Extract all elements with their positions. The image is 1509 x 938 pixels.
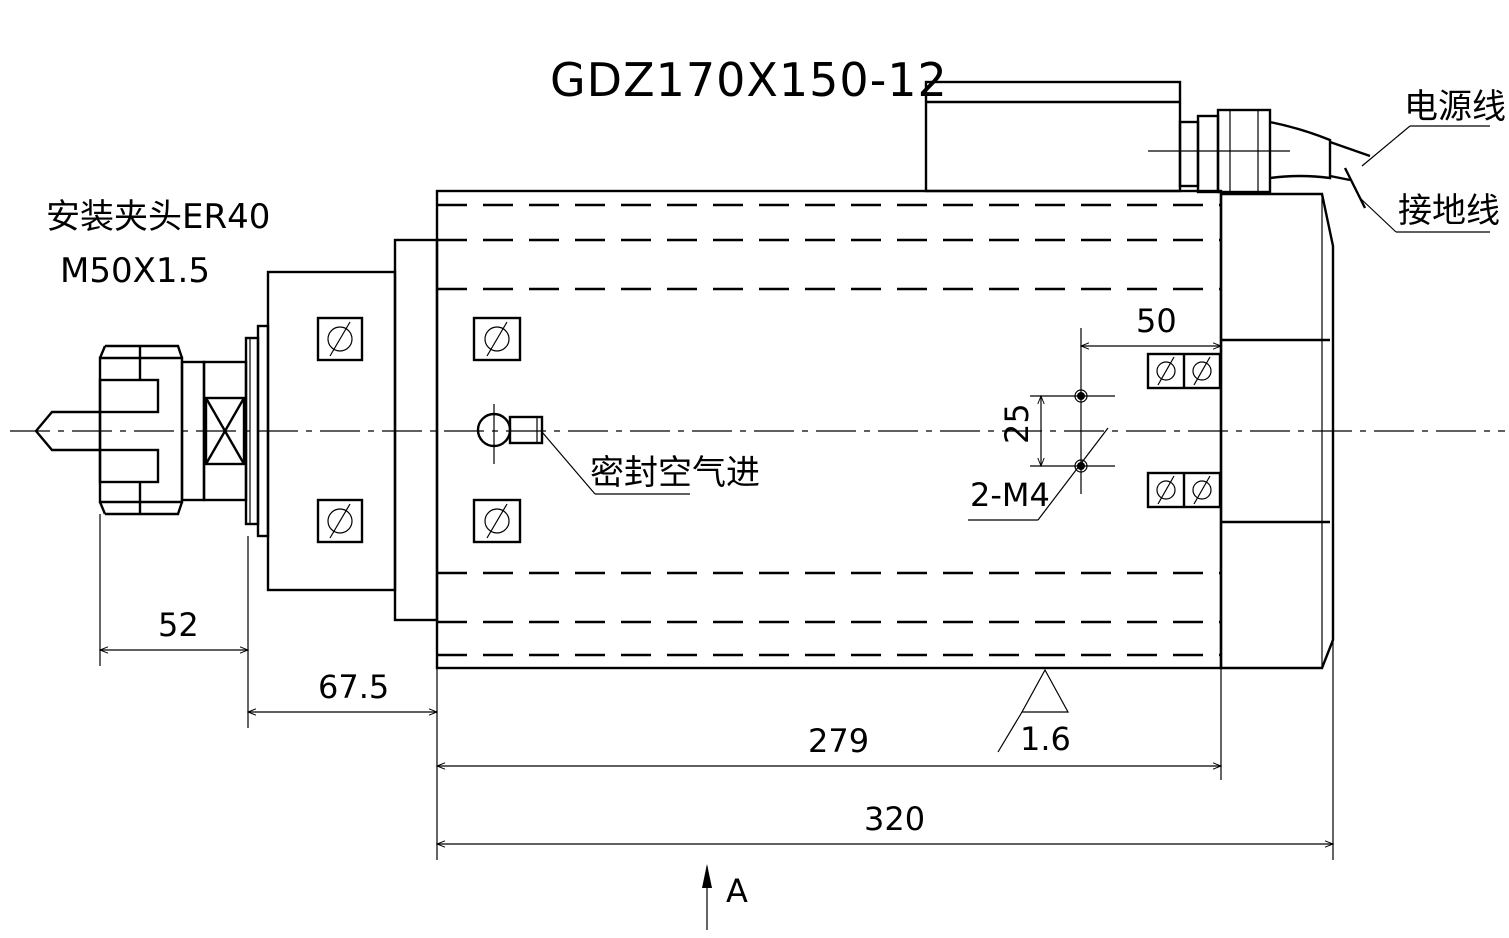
screw-symbols — [316, 316, 1222, 544]
drawing-title: GDZ170X150-12 — [550, 53, 948, 107]
view-arrow — [702, 864, 712, 930]
body-length-value: 279 — [808, 722, 869, 760]
roughness-value: 1.6 — [1020, 720, 1071, 758]
roughness-symbol — [997, 668, 1070, 753]
ground-cable-label: 接地线 — [1398, 191, 1500, 231]
view-arrow-label: A — [726, 872, 748, 910]
m4-holes — [968, 328, 1223, 521]
collet-label-line2: M50X1.5 — [60, 251, 210, 291]
cable-leads — [1329, 125, 1490, 233]
front-length-value: 67.5 — [318, 668, 389, 706]
air-inlet-fitting — [476, 404, 690, 495]
air-inlet-label: 密封空气进 — [590, 453, 760, 493]
hole-offset-value: 50 — [1136, 302, 1177, 340]
total-length-value: 320 — [864, 800, 925, 838]
collet-assembly — [34, 324, 270, 538]
main-body — [435, 189, 1223, 670]
junction-box — [924, 80, 1332, 194]
collet-label-line1: 安装夹头ER40 — [46, 197, 270, 237]
hole-spacing-value: 25 — [998, 403, 1036, 444]
power-cable-label: 电源线 — [1404, 87, 1506, 127]
collet-length-value: 52 — [158, 606, 199, 644]
front-housing — [266, 238, 439, 622]
thread-spec-label: 2-M4 — [970, 476, 1050, 514]
extension-lines — [99, 514, 1334, 860]
